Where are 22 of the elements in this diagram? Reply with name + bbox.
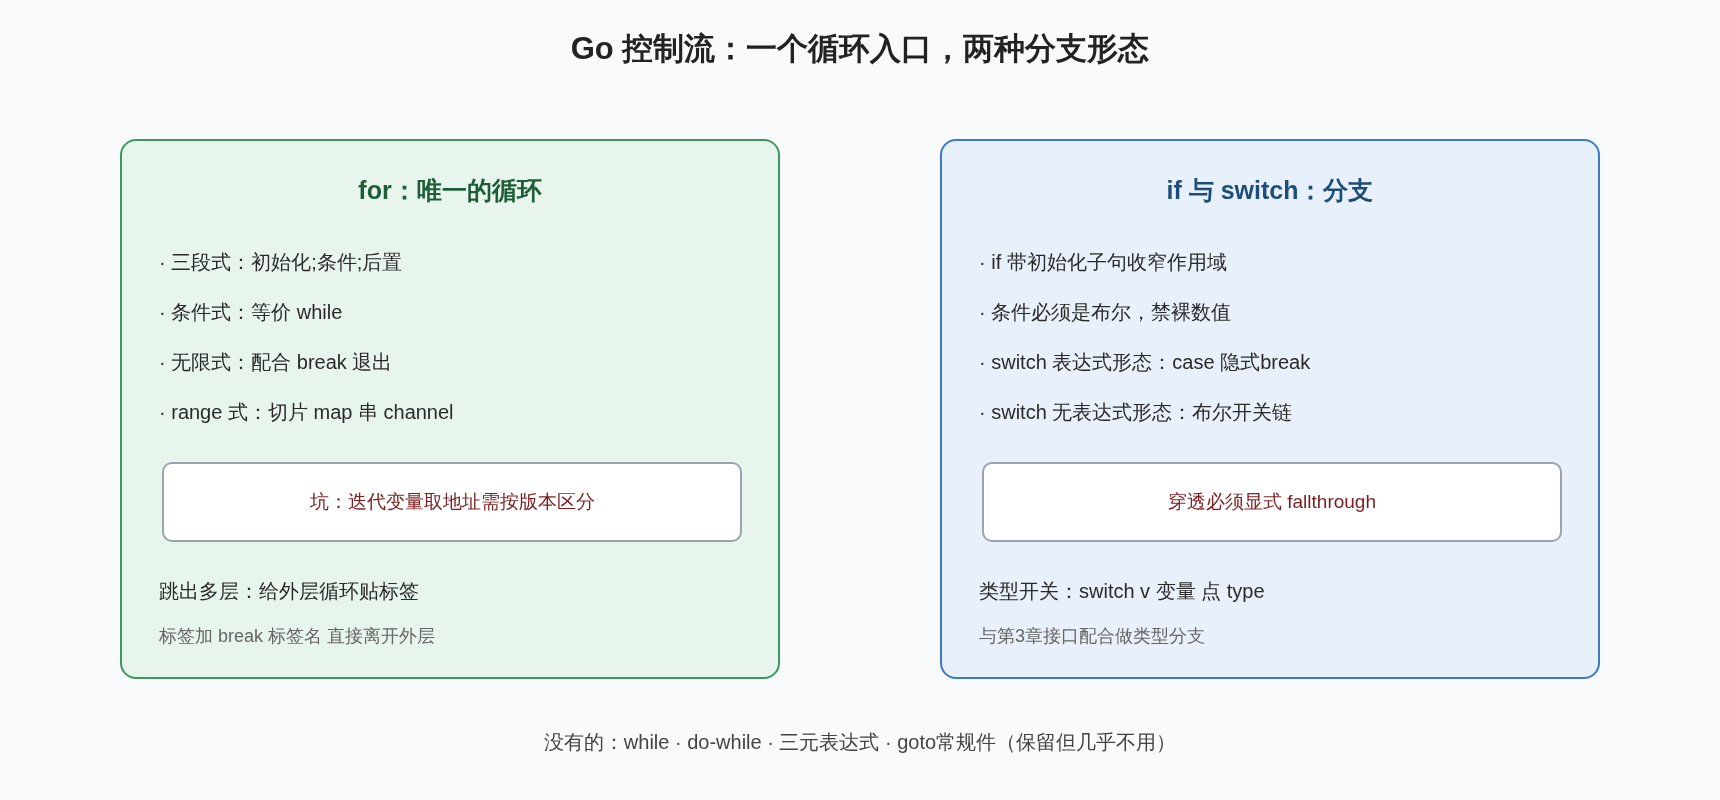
warning-text: 穿透必须显式 fallthrough xyxy=(1168,490,1376,514)
bullet-item: · switch 表达式形态：case 隐式break xyxy=(979,350,1311,375)
diagram-title: Go 控制流：一个循环入口，两种分支形态 xyxy=(570,30,1150,68)
callout-box xyxy=(982,462,1562,542)
bullet-item: · 无限式：配合 break 退出 xyxy=(159,350,393,375)
section-panel xyxy=(120,139,780,679)
warning-text: 坑：迭代变量取地址需按版本区分 xyxy=(309,490,595,514)
bullet-item: · 条件必须是布尔，禁裸数值 xyxy=(979,300,1232,325)
body-text: 类型开关：switch v 变量 点 type xyxy=(979,579,1265,604)
footnote-text: 没有的：while · do-while · 三元表达式 · goto常规件（保留但几乎不用） xyxy=(543,730,1177,755)
bullet-item: · switch 无表达式形态：布尔开关链 xyxy=(979,400,1293,425)
section-panel xyxy=(940,139,1600,679)
bullet-item: · 三段式：初始化;条件;后置 xyxy=(159,250,403,275)
bullet-item: · if 带初始化子句收窄作用域 xyxy=(979,250,1227,275)
bullet-item: · range 式：切片 map 串 channel xyxy=(159,400,454,425)
panel-heading: if 与 switch：分支 xyxy=(1166,176,1374,204)
bullet-item: · 条件式：等价 while xyxy=(159,300,343,325)
body-text: 跳出多层：给外层循环贴标签 xyxy=(159,579,419,604)
note-text: 与第3章接口配合做类型分支 xyxy=(979,625,1205,648)
note-text: 标签加 break 标签名 直接离开外层 xyxy=(159,625,436,648)
callout-box xyxy=(162,462,742,542)
panel-heading: for：唯一的循环 xyxy=(358,176,542,204)
